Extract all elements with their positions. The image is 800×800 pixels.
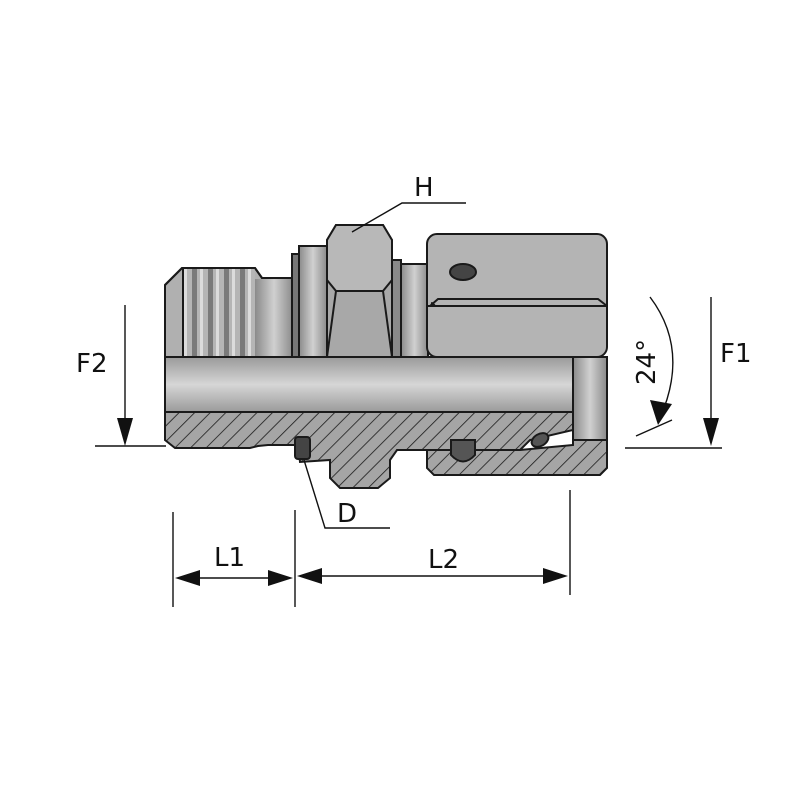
seal-ring (294, 436, 311, 460)
male-thread (164, 267, 294, 358)
label-d: D (337, 499, 357, 529)
hole (449, 263, 477, 281)
collar (391, 259, 402, 358)
label-f2: F2 (76, 349, 108, 379)
d-leader (303, 459, 390, 529)
label-f1: F1 (720, 339, 752, 369)
collar-body (400, 263, 429, 358)
label-angle: 24° (632, 339, 662, 385)
tube-seat (572, 356, 608, 451)
nut-section (426, 439, 608, 476)
ring (298, 245, 328, 358)
retaining-ring (450, 439, 476, 463)
hex-nut (326, 224, 393, 358)
body-section (164, 411, 574, 489)
flange (291, 253, 300, 358)
bore (164, 356, 576, 413)
cutting-ring (530, 432, 550, 448)
label-l2: L2 (428, 545, 459, 575)
label-h: H (414, 173, 434, 203)
h-leader (351, 202, 466, 233)
swivel-nut (426, 233, 608, 358)
label-l1: L1 (214, 543, 245, 573)
